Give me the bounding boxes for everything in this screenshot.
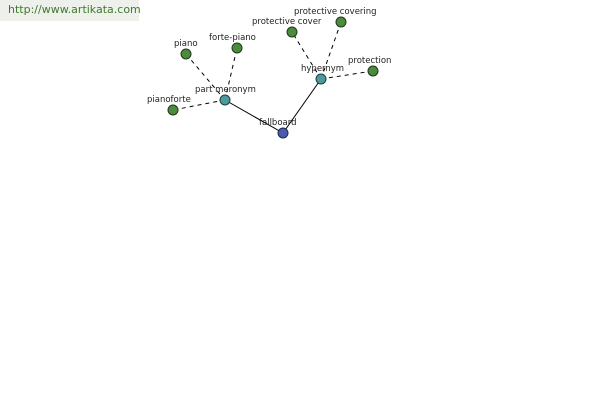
node-protective-cover[interactable] xyxy=(286,26,298,38)
node-pianoforte[interactable] xyxy=(167,104,179,116)
node-part-meronym[interactable] xyxy=(219,94,231,106)
label-protective-cover: protective cover xyxy=(252,17,322,27)
node-protective-covering[interactable] xyxy=(335,16,347,28)
watermark-banner: http://www.artikata.com xyxy=(0,0,141,21)
edge-root-part-meronym xyxy=(224,99,284,134)
node-hypernym[interactable] xyxy=(315,73,327,85)
node-forte-piano[interactable] xyxy=(231,42,243,54)
edge-part-meronym-forte-piano xyxy=(224,47,238,101)
edge-hypernym-protection xyxy=(320,70,374,80)
label-pianoforte: pianoforte xyxy=(147,95,191,105)
watermark-link[interactable]: http://www.artikata.com xyxy=(8,3,141,16)
edge-hypernym-protective-cover xyxy=(291,31,322,80)
node-fallboard[interactable] xyxy=(277,127,289,139)
label-forte-piano: forte-piano xyxy=(209,33,256,43)
node-protection[interactable] xyxy=(367,65,379,77)
edge-part-meronym-pianoforte xyxy=(172,99,226,111)
edge-part-meronym-piano xyxy=(185,53,226,101)
node-piano[interactable] xyxy=(180,48,192,60)
edge-hypernym-protective-covering xyxy=(320,21,342,80)
label-protective-covering: protective covering xyxy=(294,7,377,17)
label-hypernym: hypernym xyxy=(301,64,344,74)
label-piano: piano xyxy=(174,39,198,49)
label-protection: protection xyxy=(348,56,391,66)
label-part-meronym: part meronym xyxy=(195,85,256,95)
label-fallboard: fallboard xyxy=(259,118,296,128)
edge-root-hypernym xyxy=(282,78,322,134)
